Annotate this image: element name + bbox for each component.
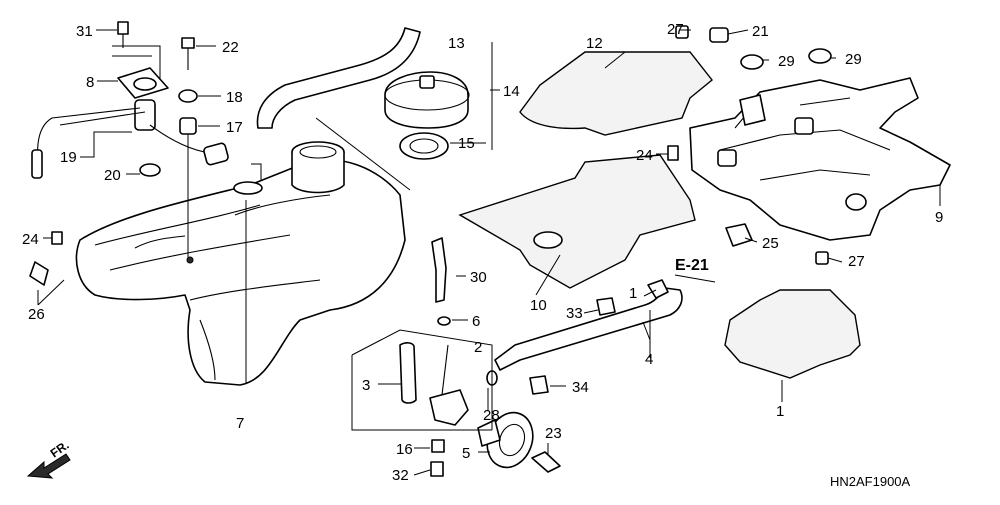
diagram-code: HN2AF1900A bbox=[830, 474, 911, 489]
fuel-cock bbox=[399, 342, 469, 477]
callout-20: 20 bbox=[104, 167, 121, 184]
hose-clamp-1 bbox=[647, 279, 669, 299]
bolt-31 bbox=[117, 21, 129, 35]
fuel-gauge bbox=[477, 411, 534, 469]
bolt-22 bbox=[181, 37, 195, 49]
callout-21: 21 bbox=[752, 23, 769, 40]
rubber-17 bbox=[179, 117, 197, 135]
mat-1 bbox=[724, 289, 861, 379]
mat-12 bbox=[519, 51, 713, 136]
bolt-27-top bbox=[675, 25, 689, 39]
callout-13: 13 bbox=[448, 35, 465, 52]
bolt-32 bbox=[430, 461, 444, 477]
washer-18 bbox=[178, 89, 198, 103]
cap-gasket bbox=[399, 132, 449, 160]
callout-1-mat: 1 bbox=[776, 403, 784, 420]
callout-5: 5 bbox=[462, 445, 470, 462]
callout-1-hose: 1 bbox=[629, 285, 637, 302]
clip-33 bbox=[596, 297, 616, 316]
callout-22: 22 bbox=[222, 39, 239, 56]
mat-hole bbox=[533, 231, 563, 249]
callout-24-left: 24 bbox=[22, 231, 39, 248]
clip-25 bbox=[725, 223, 753, 247]
bolt-16 bbox=[431, 439, 445, 453]
callout-34: 34 bbox=[572, 379, 589, 396]
callout-27-top: 27 bbox=[667, 21, 684, 38]
callout-14: 14 bbox=[503, 83, 520, 100]
cap-29-left bbox=[740, 54, 764, 70]
mat-10 bbox=[458, 154, 696, 289]
fuel-cap bbox=[384, 71, 470, 129]
callout-12: 12 bbox=[586, 35, 603, 52]
bolt-24-left bbox=[51, 231, 63, 245]
breather-tube bbox=[256, 27, 421, 129]
callout-16: 16 bbox=[396, 441, 413, 458]
callout-25: 25 bbox=[762, 235, 779, 252]
callout-6: 6 bbox=[472, 313, 480, 330]
callout-2: 2 bbox=[474, 339, 482, 356]
callout-32: 32 bbox=[392, 467, 409, 484]
callout-labels: 31 8 22 18 17 19 20 7 13 14 15 24 26 30 … bbox=[22, 21, 943, 489]
bolt-27-bottom bbox=[815, 251, 829, 265]
callout-33: 33 bbox=[566, 305, 583, 322]
callout-26: 26 bbox=[28, 306, 45, 323]
reference-e21: E-21 bbox=[675, 257, 709, 274]
callout-28: 28 bbox=[483, 407, 500, 424]
callout-10: 10 bbox=[530, 297, 547, 314]
callout-7: 7 bbox=[236, 415, 244, 432]
collar-6 bbox=[437, 316, 451, 326]
callout-18: 18 bbox=[226, 89, 243, 106]
callout-15: 15 bbox=[458, 135, 475, 152]
callout-8: 8 bbox=[86, 74, 94, 91]
callout-17: 17 bbox=[226, 119, 243, 136]
bolt-23 bbox=[531, 451, 561, 473]
callout-3: 3 bbox=[362, 377, 370, 394]
front-arrow: FR. bbox=[26, 438, 72, 479]
callout-4: 4 bbox=[645, 351, 653, 368]
fuel-pump-assembly bbox=[31, 21, 229, 179]
clip-34 bbox=[529, 375, 549, 395]
step-frame bbox=[689, 77, 951, 241]
callout-29-right: 29 bbox=[845, 51, 862, 68]
clip-26 bbox=[29, 261, 49, 286]
nut-21 bbox=[709, 27, 729, 43]
callout-24-right: 24 bbox=[636, 147, 653, 164]
callout-29-left: 29 bbox=[778, 53, 795, 70]
stay-30 bbox=[431, 237, 447, 303]
leader-lines bbox=[37, 29, 941, 476]
callout-30: 30 bbox=[470, 269, 487, 286]
fuel-hose bbox=[494, 287, 683, 371]
bolt-24-right bbox=[667, 145, 679, 161]
callout-23: 23 bbox=[545, 425, 562, 442]
cap-29-right bbox=[808, 48, 832, 64]
fuel-tank bbox=[75, 141, 406, 386]
callout-19: 19 bbox=[60, 149, 77, 166]
grommet-20 bbox=[139, 163, 161, 177]
callout-9: 9 bbox=[935, 209, 943, 226]
callout-31: 31 bbox=[76, 23, 93, 40]
callout-27-bottom: 27 bbox=[848, 253, 865, 270]
